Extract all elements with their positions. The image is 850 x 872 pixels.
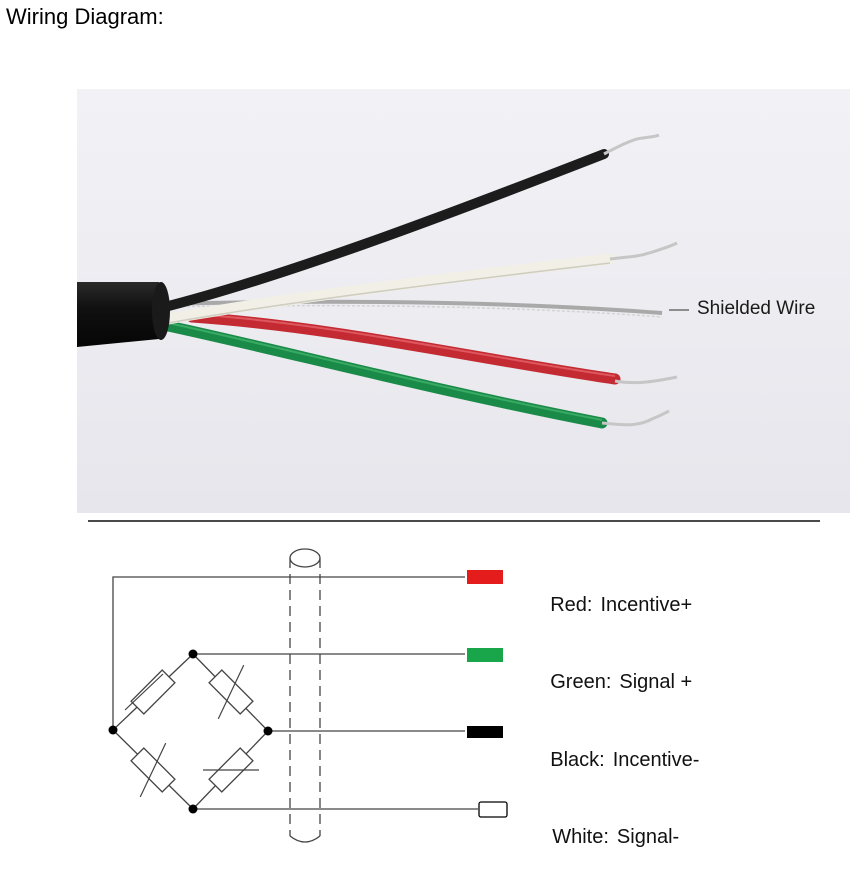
legend-white-name: White: (552, 826, 609, 848)
legend-black-function: Incentive- (612, 749, 700, 771)
schematic-svg (108, 548, 508, 843)
legend-white: White: Signal- (530, 803, 679, 872)
strain-gauge-3 (130, 742, 176, 798)
shield-braid (156, 299, 663, 315)
white-swatch (478, 801, 508, 818)
red-lead-line (112, 576, 465, 730)
red-wire (186, 311, 621, 385)
black-swatch (467, 726, 503, 738)
cable-jacket (77, 282, 164, 347)
green-wire-tip (601, 409, 670, 427)
black-wire (152, 149, 609, 314)
legend-red-name: Red: (550, 594, 593, 616)
cable-photo-svg (77, 89, 850, 513)
red-wire-tip (614, 375, 678, 385)
legend-green-function: Signal + (619, 671, 693, 693)
legend-white-function: Signal- (616, 826, 680, 848)
cable-shield-symbol (289, 548, 321, 843)
green-wire (153, 318, 608, 429)
legend-red-function: Incentive+ (600, 594, 693, 616)
shielded-wire-callout: Shielded Wire (697, 298, 816, 319)
bridge-node-bottom (188, 804, 198, 814)
section-divider (88, 520, 820, 522)
green-swatch (467, 648, 503, 662)
black-wire-tip (603, 133, 660, 156)
cable-photo (77, 89, 850, 513)
bridge-node-left (108, 725, 118, 735)
wiring-schematic: Red: Incentive+ Green: Signal + Black: Ince… (0, 530, 850, 849)
white-wire (151, 253, 616, 327)
white-wire-tip (609, 241, 678, 261)
strain-gauge-2 (208, 664, 254, 720)
strain-gauge-4 (203, 747, 259, 793)
legend-green-name: Green: (550, 671, 612, 693)
legend-black-name: Black: (550, 749, 605, 771)
red-swatch (467, 570, 503, 584)
legend-green: Green: Signal + (528, 648, 692, 717)
legend-red: Red: Incentive+ (528, 571, 692, 640)
page-title: Wiring Diagram: (6, 4, 164, 29)
bridge-node-right (263, 726, 273, 736)
legend-black: Black: Incentive- (528, 726, 699, 795)
strain-gauge-1 (124, 669, 176, 715)
bridge-node-top (188, 649, 198, 659)
